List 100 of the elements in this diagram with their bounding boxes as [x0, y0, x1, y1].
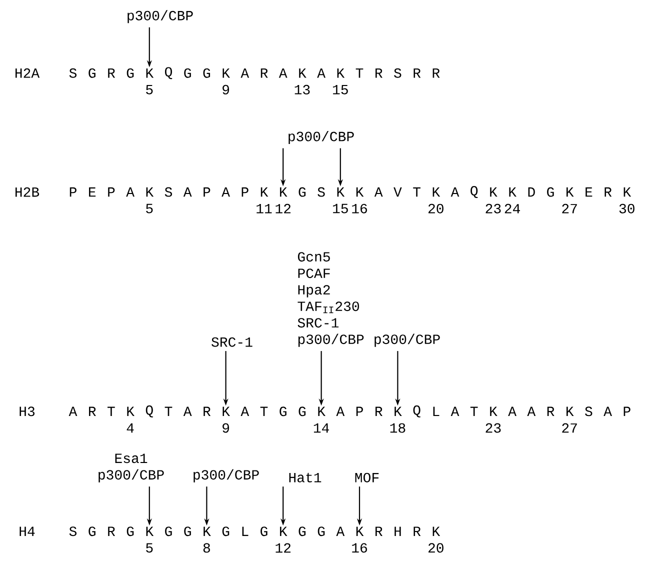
residue-number: 27: [562, 204, 577, 214]
residue-letter: K: [146, 187, 154, 197]
residue-letter: G: [318, 526, 325, 536]
residue-letter: K: [356, 526, 364, 536]
residue-number: 14: [314, 423, 329, 433]
residue-letter: A: [336, 526, 345, 536]
residue-letter: R: [89, 406, 96, 416]
residue-letter: G: [165, 526, 172, 536]
residue-letter: K: [394, 406, 402, 416]
residue-number: 13: [294, 84, 310, 94]
residue-letter: K: [146, 68, 154, 78]
histone-name: H4: [20, 526, 35, 536]
residue-letter: S: [318, 187, 325, 197]
residue-letter: V: [394, 187, 402, 197]
residue-letter: K: [299, 68, 306, 78]
residue-letter: K: [260, 187, 268, 197]
residue-number: 23: [486, 423, 501, 433]
residue-number: 4: [126, 423, 134, 433]
residue-letter: A: [374, 187, 383, 197]
residue-letter: K: [222, 68, 230, 78]
residue-letter: A: [240, 406, 250, 416]
residue-letter: P: [204, 187, 210, 197]
residue-letter: K: [222, 406, 230, 416]
residue-letter: A: [126, 187, 134, 197]
residue-letter: A: [508, 406, 516, 416]
residue-letter: R: [376, 68, 382, 78]
residue-letter: K: [432, 187, 440, 197]
residue-letter: K: [337, 68, 345, 78]
residue-letter: R: [376, 406, 382, 416]
residue-letter: S: [585, 406, 592, 416]
residue-letter: A: [450, 406, 460, 416]
residue-letter: K: [356, 187, 364, 197]
enzyme-label: p300/CBP: [194, 469, 259, 482]
residue-letter: A: [336, 406, 345, 416]
residue-number: 12: [276, 543, 291, 553]
residue-number: 16: [352, 204, 367, 214]
residue-letter: P: [356, 406, 363, 416]
residue-letter: Q: [165, 67, 172, 80]
residue-letter: R: [414, 526, 421, 536]
residue-letter: L: [242, 526, 248, 536]
enzyme-label: p300/CBP: [288, 130, 354, 144]
residue-letter: R: [260, 68, 268, 78]
residue-number: 5: [146, 204, 153, 214]
residue-letter: A: [222, 187, 230, 197]
residue-letter: K: [624, 187, 632, 197]
residue-letter: G: [298, 526, 306, 536]
enzyme-label: p300/CBP: [128, 10, 193, 24]
residue-letter: K: [490, 406, 498, 416]
residue-letter: T: [413, 187, 420, 197]
residue-number: 23: [486, 204, 501, 214]
residue-letter: D: [528, 187, 535, 197]
residue-letter: K: [337, 187, 345, 197]
residue-letter: A: [450, 187, 460, 197]
residue-letter: K: [127, 406, 134, 416]
residue-letter: S: [164, 187, 172, 197]
residue-letter: G: [88, 68, 96, 78]
residue-letter: G: [547, 187, 554, 197]
residue-letter: K: [280, 526, 288, 536]
residue-letter: S: [69, 526, 77, 536]
residue-letter: L: [433, 406, 440, 416]
residue-letter: T: [108, 406, 115, 416]
residue-number: 30: [619, 204, 634, 214]
residue-letter: T: [356, 68, 364, 78]
residue-letter: Q: [146, 405, 153, 418]
residue-number: 5: [146, 85, 153, 94]
residue-number: 24: [504, 204, 520, 214]
histone-name: H2B: [16, 187, 40, 197]
residue-letter: T: [260, 406, 268, 416]
residue-letter: S: [69, 68, 77, 78]
residue-letter: K: [509, 187, 516, 197]
residue-letter: K: [566, 406, 574, 416]
residue-letter: K: [204, 526, 211, 536]
residue-letter: Q: [413, 405, 420, 418]
residue-letter: R: [108, 526, 116, 536]
residue-letter: A: [68, 406, 78, 416]
residue-letter: G: [260, 526, 268, 536]
histone-name: H2A: [16, 68, 40, 78]
residue-letter: K: [280, 187, 288, 197]
residue-letter: P: [242, 187, 248, 197]
residue-letter: P: [624, 406, 630, 416]
residue-letter: R: [376, 526, 382, 536]
residue-letter: P: [108, 187, 115, 197]
residue-letter: R: [547, 406, 554, 416]
residue-letter: K: [432, 526, 440, 536]
residue-number: 20: [428, 543, 444, 553]
residue-letter: R: [414, 68, 421, 78]
residue-letter: G: [126, 526, 134, 536]
residue-letter: G: [298, 187, 306, 197]
residue-letter: G: [280, 406, 286, 416]
histone-name: H3: [20, 406, 35, 416]
residue-letter: K: [490, 187, 498, 197]
residue-letter: H: [394, 526, 401, 536]
residue-letter: T: [470, 406, 478, 416]
enzyme-label: Gcn5 PCAF Hpa2 TAF$_{II}$230 SRC-1 p300/CBP: [298, 252, 364, 347]
residue-letter: A: [278, 68, 288, 78]
residue-letter: A: [183, 187, 192, 197]
enzyme-label: Esa1 p300/CBP: [98, 454, 164, 482]
residue-number: 9: [222, 423, 230, 433]
residue-number: 15: [333, 85, 348, 94]
residue-letter: G: [184, 68, 191, 78]
